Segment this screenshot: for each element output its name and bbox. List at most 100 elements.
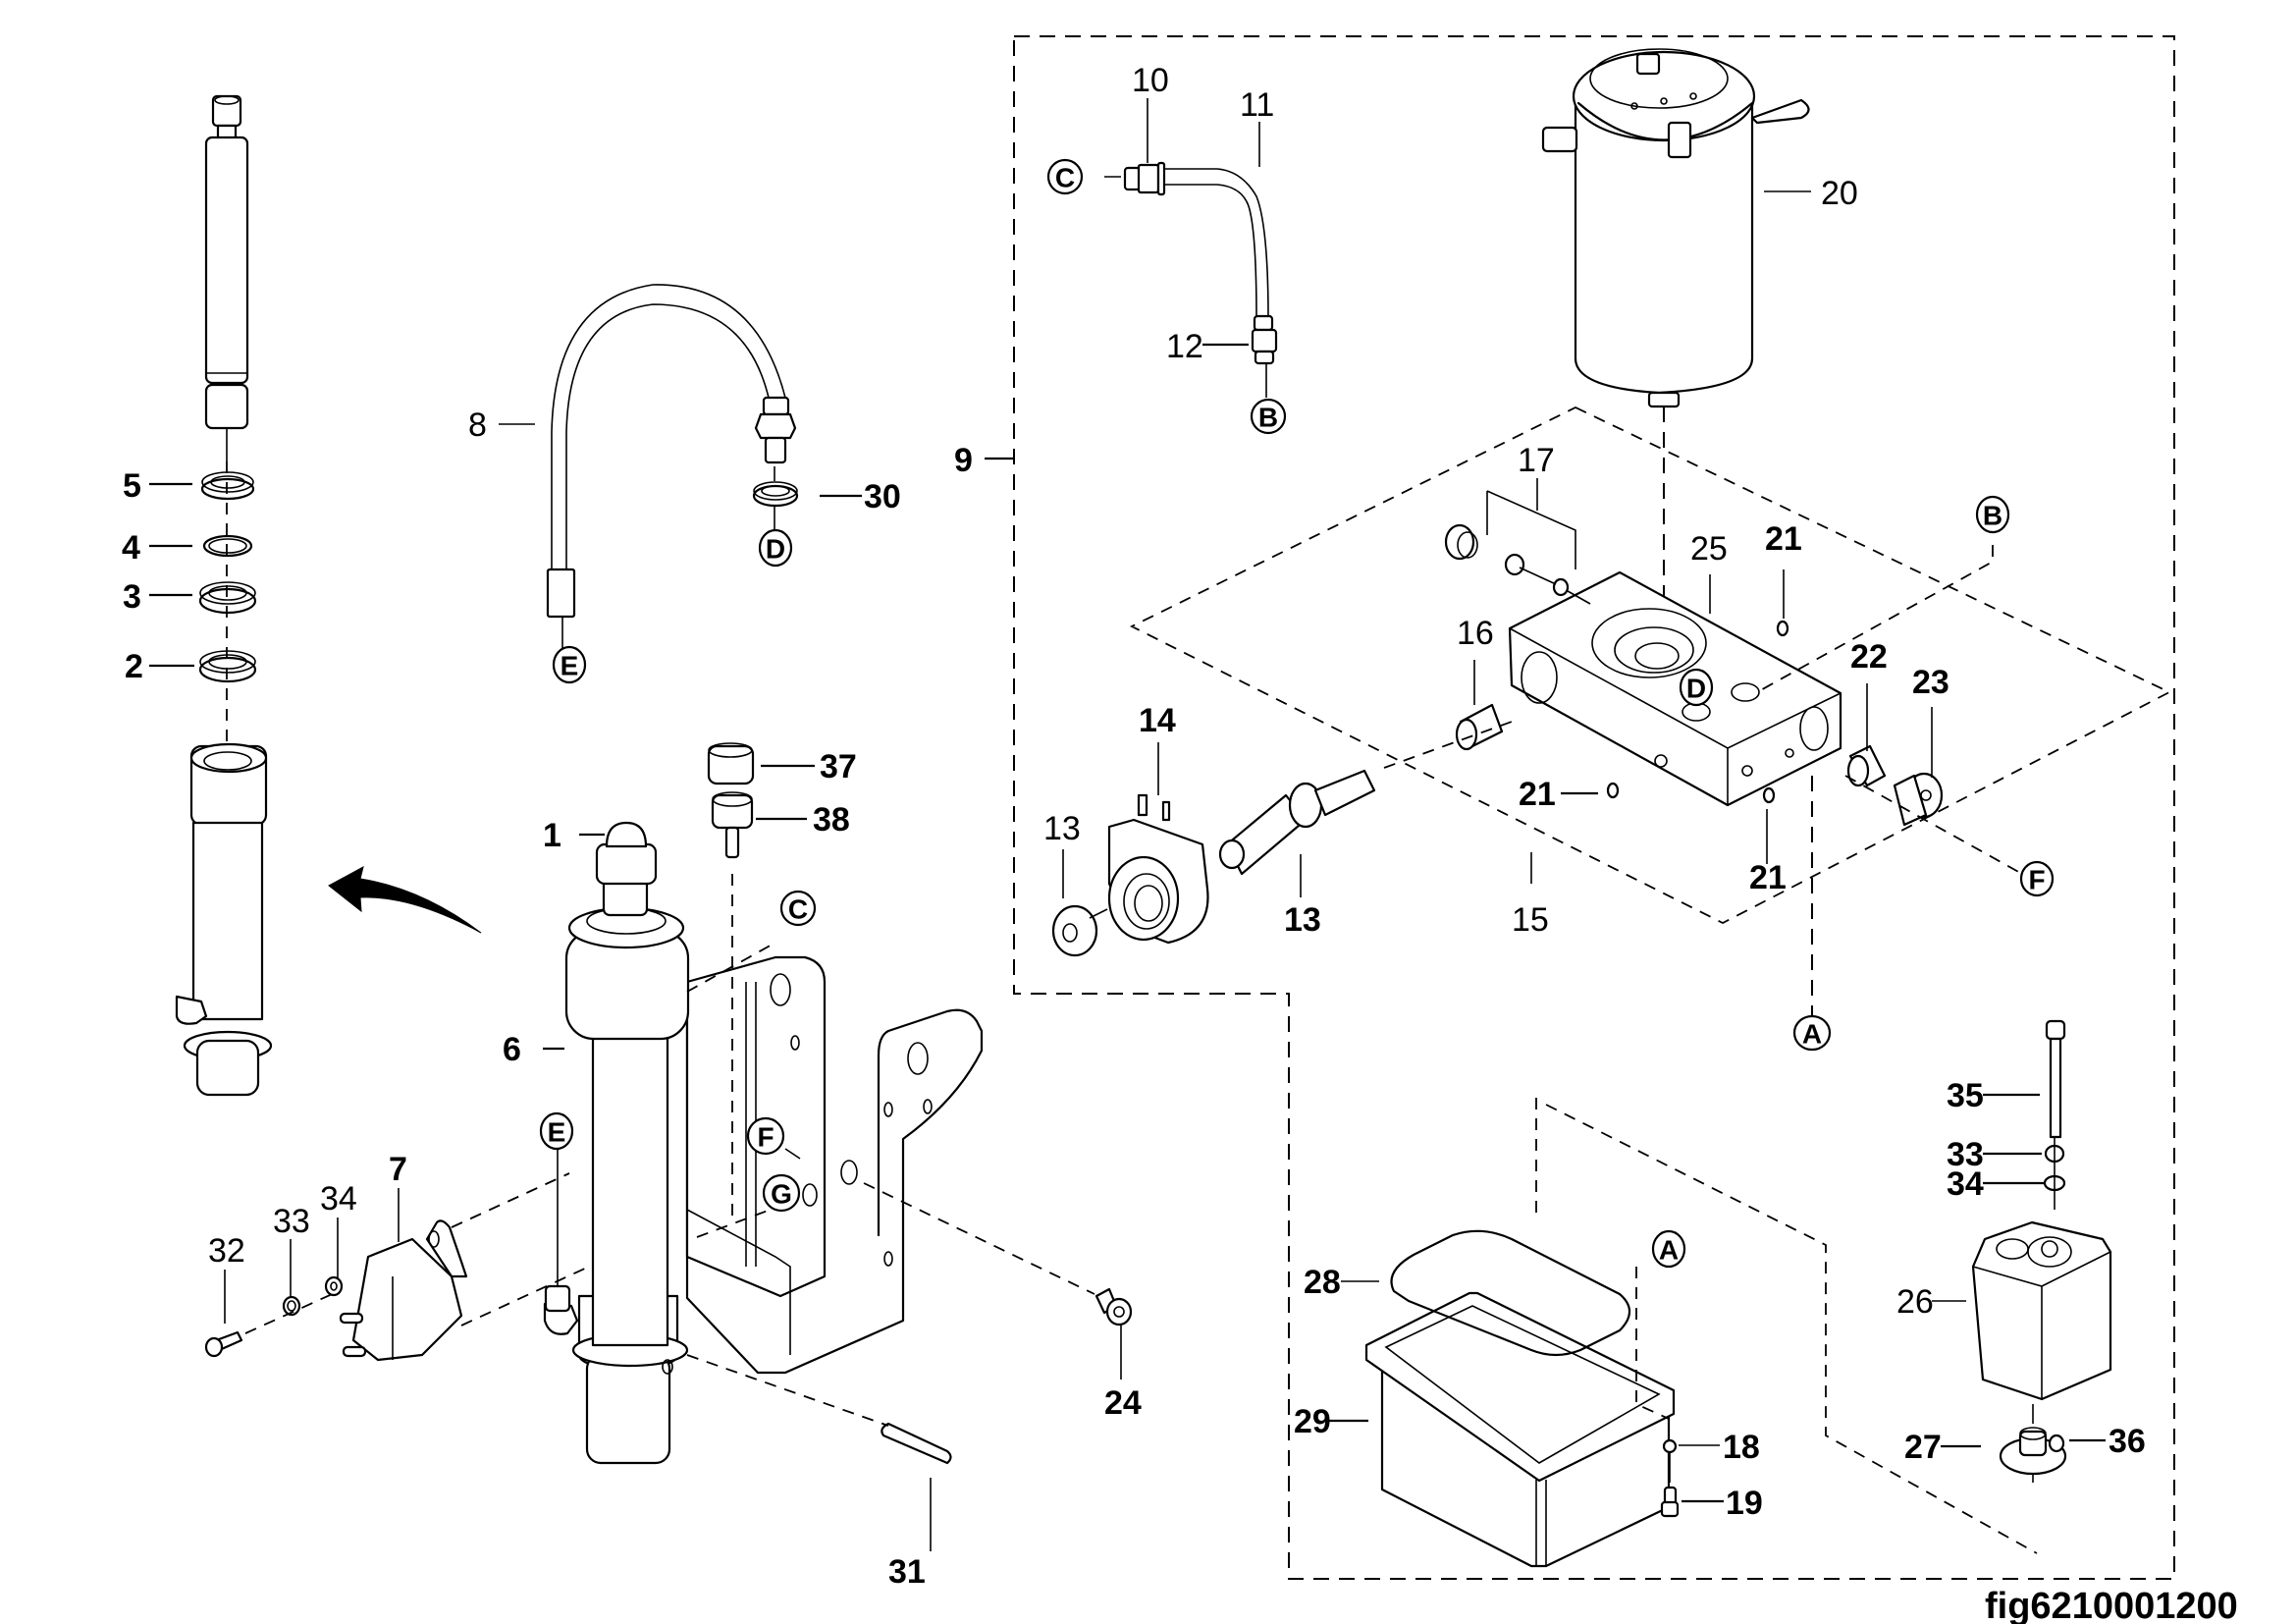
pin-31-axis-line bbox=[686, 1354, 889, 1427]
switch-axis-line bbox=[244, 1290, 340, 1334]
ref-marker-F-manifold: F bbox=[2019, 860, 2055, 897]
set-screw-21c bbox=[1762, 786, 1776, 804]
callout-11: 11 bbox=[1240, 86, 1274, 124]
callout-7: 7 bbox=[389, 1151, 407, 1188]
ref-marker-A-tank: A bbox=[1651, 1229, 1686, 1269]
tank-29 bbox=[1364, 1291, 1676, 1568]
pump-26 bbox=[1971, 1220, 2112, 1401]
callout-4: 4 bbox=[122, 529, 140, 567]
valve-axis-line bbox=[1383, 721, 1513, 769]
callout-6: 6 bbox=[503, 1031, 521, 1068]
o-ring-4 bbox=[202, 534, 253, 558]
callout-15: 15 bbox=[1512, 901, 1549, 939]
washer-30 bbox=[752, 481, 799, 508]
callout-9: 9 bbox=[954, 442, 973, 479]
mounting-bracket bbox=[685, 955, 984, 1375]
ref-marker-D-hose: D bbox=[758, 528, 793, 568]
callout-16: 16 bbox=[1457, 615, 1494, 652]
fitting-10 bbox=[1123, 161, 1166, 196]
callout-13b: 13 bbox=[1284, 901, 1321, 939]
ref-A2-line bbox=[1635, 1267, 1670, 1440]
set-screw-21a bbox=[1776, 620, 1789, 637]
ref-F-line-2 bbox=[1844, 775, 2023, 875]
callout-17: 17 bbox=[1518, 442, 1555, 479]
plug-17 bbox=[1444, 523, 1570, 597]
cylinder-barrel-detail bbox=[175, 742, 273, 1097]
svg-text:G: G bbox=[771, 1179, 792, 1210]
ref-F-line bbox=[784, 1148, 801, 1160]
ref-marker-F-bracket: F bbox=[746, 1116, 785, 1156]
callout-31: 31 bbox=[888, 1553, 926, 1591]
manifold-15-outline bbox=[1129, 406, 2172, 925]
svg-text:E: E bbox=[548, 1117, 566, 1148]
plug-23 bbox=[1893, 772, 1944, 827]
piston-rod bbox=[204, 94, 249, 461]
svg-text:A: A bbox=[1802, 1019, 1822, 1050]
set-screw-21b bbox=[1606, 782, 1620, 799]
nut-18 bbox=[1662, 1438, 1678, 1454]
ref-marker-E-cylinder: E bbox=[539, 1111, 574, 1151]
callout-34-left: 34 bbox=[320, 1180, 357, 1218]
plug-16 bbox=[1455, 703, 1504, 751]
seal-3 bbox=[198, 581, 257, 615]
cap-37 bbox=[707, 742, 755, 785]
callout-23: 23 bbox=[1912, 664, 1949, 701]
seal-5 bbox=[200, 471, 255, 501]
callout-5: 5 bbox=[123, 467, 141, 505]
svg-text:C: C bbox=[788, 894, 808, 925]
ref-marker-C-tube: C bbox=[1046, 158, 1084, 195]
svg-text:C: C bbox=[1055, 163, 1075, 193]
callout-21a: 21 bbox=[1765, 520, 1802, 558]
coupling-27 bbox=[1999, 1427, 2067, 1476]
svg-text:F: F bbox=[2028, 865, 2045, 895]
motor-20 bbox=[1541, 48, 1810, 408]
leader-lines bbox=[149, 98, 2106, 1551]
callout-10: 10 bbox=[1132, 62, 1169, 99]
pin-31 bbox=[881, 1422, 952, 1465]
hose-8 bbox=[546, 284, 797, 619]
callout-25: 25 bbox=[1690, 530, 1728, 568]
callout-14: 14 bbox=[1139, 702, 1176, 739]
ref-B-line bbox=[1756, 545, 1994, 693]
callout-33-left: 33 bbox=[273, 1203, 310, 1240]
check-valve-22 bbox=[1846, 744, 1887, 787]
ref-marker-B-manifold: B bbox=[1975, 495, 2010, 534]
screw-35 bbox=[2045, 1019, 2066, 1139]
washer-34-left bbox=[324, 1275, 344, 1297]
screw-19 bbox=[1660, 1486, 1680, 1518]
fitting-12 bbox=[1251, 314, 1278, 365]
callout-29: 29 bbox=[1294, 1403, 1331, 1440]
figure-id-label: fig6210001200 bbox=[1985, 1586, 2238, 1624]
callout-19: 19 bbox=[1726, 1485, 1763, 1522]
svg-text:D: D bbox=[1686, 674, 1706, 704]
ref-marker-A-manifold: A bbox=[1792, 1014, 1832, 1052]
callout-2: 2 bbox=[125, 648, 143, 685]
svg-text:B: B bbox=[1983, 501, 2002, 531]
callout-24: 24 bbox=[1104, 1384, 1142, 1422]
callout-1: 1 bbox=[543, 817, 561, 854]
svg-text:E: E bbox=[561, 651, 579, 681]
gasket-28 bbox=[1390, 1229, 1631, 1357]
callout-35: 35 bbox=[1947, 1077, 1984, 1114]
lift-cylinder-6 bbox=[543, 821, 690, 1465]
svg-text:D: D bbox=[766, 534, 785, 565]
callout-13a: 13 bbox=[1043, 810, 1081, 847]
tube-11 bbox=[1164, 168, 1269, 320]
callout-30: 30 bbox=[864, 478, 901, 515]
svg-text:F: F bbox=[757, 1122, 774, 1153]
callout-34-right: 34 bbox=[1947, 1165, 1984, 1203]
svg-text:B: B bbox=[1258, 403, 1278, 433]
valve-cartridge-13 bbox=[1218, 769, 1376, 876]
ref-G-line bbox=[696, 1207, 776, 1238]
nut-33-left bbox=[282, 1295, 301, 1317]
subassembly-9-outline bbox=[1013, 35, 2175, 1580]
manifold-block-25 bbox=[1508, 570, 1842, 807]
ref-marker-B-tube: B bbox=[1250, 398, 1287, 435]
callout-36: 36 bbox=[2109, 1423, 2146, 1460]
callout-3: 3 bbox=[123, 578, 141, 616]
pump-group-outline bbox=[1535, 1098, 2038, 1554]
switch-7 bbox=[339, 1219, 468, 1362]
callout-12: 12 bbox=[1166, 328, 1203, 365]
callout-32: 32 bbox=[208, 1232, 245, 1270]
callout-33-right: 33 bbox=[1947, 1136, 1984, 1173]
